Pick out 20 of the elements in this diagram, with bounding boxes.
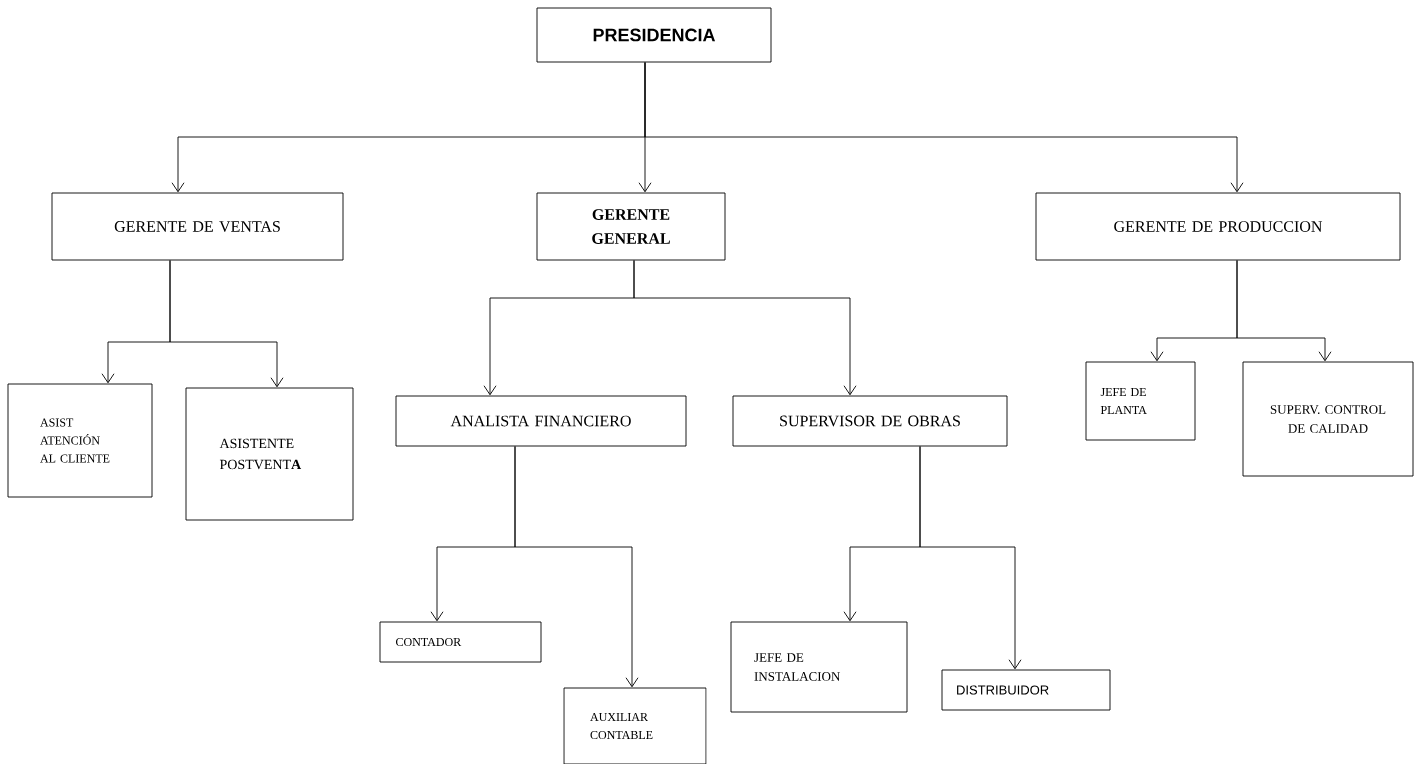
arrow	[919, 446, 1022, 670]
arrow	[633, 260, 857, 396]
org-box: PRESIDENCIA	[536, 7, 772, 63]
org-box: ANALISTA FINANCIERO	[395, 395, 687, 447]
arrow	[644, 62, 1244, 193]
org-box: JEFE DE INSTALACION	[730, 621, 908, 713]
arrow	[514, 446, 639, 688]
org-box: SUPERVISOR DE OBRAS	[732, 395, 1008, 447]
org-box: GERENTE DE PRODUCCION	[1035, 192, 1401, 261]
org-box: GERENTE DE VENTAS	[51, 192, 344, 261]
org-box: CONTADOR	[379, 621, 542, 663]
org-box: SUPERV. CONTROL DE CALIDAD	[1242, 361, 1414, 477]
org-box: JEFE DE PLANTA	[1085, 361, 1196, 441]
arrow	[169, 260, 284, 388]
org-box: ASISTENTE POSTVENTA	[185, 387, 354, 521]
org-box: ASIST ATENCIÓN AL CLIENTE	[7, 383, 153, 498]
org-box: AUXILIAR CONTABLE	[563, 687, 707, 764]
org-box: DISTRIBUIDOR	[941, 669, 1111, 711]
arrow	[1236, 260, 1332, 362]
org-box: GERENTE GENERAL	[536, 192, 726, 261]
